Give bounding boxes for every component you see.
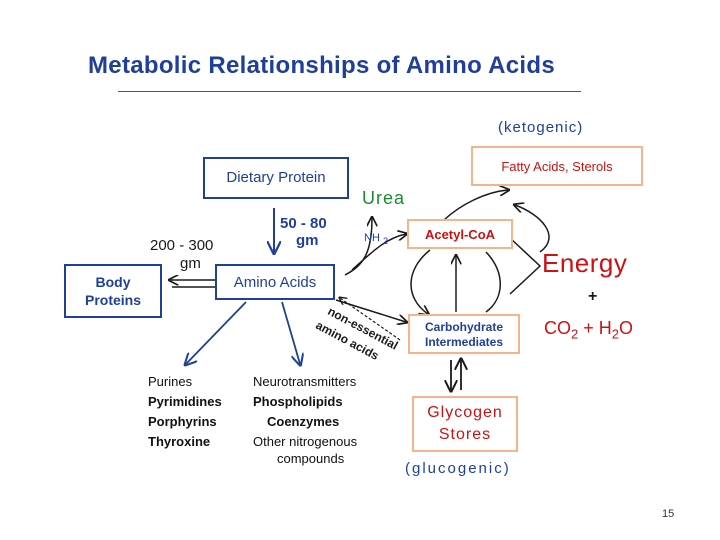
- list-item: Purines: [148, 374, 193, 389]
- right-products-list: Neurotransmitters Phospholipids Coenzyme…: [253, 372, 357, 466]
- carbohydrate-label-2: Intermediates: [424, 335, 504, 349]
- list-item: Porphyrins: [148, 414, 217, 429]
- glucogenic-label: (glucogenic): [405, 460, 511, 477]
- arrow-acetyl-to-carb: [410, 249, 430, 314]
- glycogen-label-1: Glycogen: [427, 404, 503, 421]
- amino-acids-box: Amino Acids: [215, 264, 335, 300]
- co2-subscript: 2: [571, 326, 579, 342]
- list-item: Other nitrogenous: [253, 434, 358, 449]
- arrow-amino-to-acetyl: [351, 234, 406, 271]
- list-item: compounds: [277, 451, 345, 466]
- h2o-plus-text: + H: [578, 318, 612, 338]
- energy-label: Energy: [542, 248, 628, 278]
- carbohydrate-box: Carbohydrate Intermediates: [408, 314, 520, 354]
- nh2-label: NH 2: [364, 232, 388, 246]
- arrow-carb-curve-right: [485, 251, 501, 313]
- arrow-amino-to-purines: [186, 301, 247, 364]
- list-item: Phospholipids: [253, 394, 343, 409]
- dietary-protein-box: Dietary Protein: [203, 157, 349, 199]
- h2o-subscript: 2: [611, 326, 619, 342]
- dietary-protein-label: Dietary Protein: [226, 169, 326, 186]
- left-products-list: Purines Pyrimidines Porphyrins Thyroxine: [148, 372, 222, 452]
- acetyl-coa-box: Acetyl-CoA: [407, 219, 513, 249]
- carbohydrate-label-1: Carbohydrate: [424, 320, 504, 334]
- nh2-subscript: 2: [382, 236, 388, 247]
- ketogenic-label: (ketogenic): [498, 119, 584, 136]
- acetyl-coa-label: Acetyl-CoA: [424, 227, 496, 242]
- turnover-amount-1: 200 - 300: [150, 237, 214, 254]
- glycogen-box: Glycogen Stores: [412, 396, 518, 452]
- arrow-nonessential-dashed: [340, 298, 401, 341]
- h2o-o-text: O: [618, 318, 633, 338]
- page-title: Metabolic Relationships of Amino Acids: [88, 52, 556, 79]
- fatty-acids-box: Fatty Acids, Sterols: [471, 146, 643, 186]
- body-proteins-label-1: Body: [95, 274, 131, 290]
- nh2-text: NH: [364, 232, 380, 244]
- turnover-amount-2: gm: [180, 255, 201, 272]
- body-proteins-label-2: Proteins: [84, 292, 141, 308]
- co2-h2o-label: CO2 + H2O: [544, 318, 633, 342]
- arrow-acetyl-to-fatty: [443, 190, 508, 221]
- arrow-carb-to-fatty: [515, 205, 550, 253]
- urea-label: Urea: [362, 188, 406, 208]
- arrow-amino-to-neuro: [281, 301, 300, 364]
- page-number: 15: [662, 508, 675, 520]
- arrow-into-energy: [509, 237, 542, 295]
- intake-amount-2: gm: [296, 232, 319, 249]
- fatty-acids-label: Fatty Acids, Sterols: [501, 159, 613, 174]
- body-proteins-box: Body Proteins: [64, 264, 162, 318]
- title-underline: [118, 91, 581, 92]
- list-item: Pyrimidines: [148, 394, 222, 409]
- arrow-amino-to-urea: [344, 218, 372, 276]
- list-item: Neurotransmitters: [253, 374, 357, 389]
- co2-text: CO: [544, 318, 571, 338]
- glycogen-label-2: Stores: [438, 426, 492, 443]
- list-item: Thyroxine: [148, 434, 211, 449]
- list-item: Coenzymes: [267, 414, 340, 429]
- amino-acids-label: Amino Acids: [233, 274, 317, 291]
- intake-amount-1: 50 - 80: [280, 215, 327, 232]
- energy-plus: +: [588, 288, 598, 305]
